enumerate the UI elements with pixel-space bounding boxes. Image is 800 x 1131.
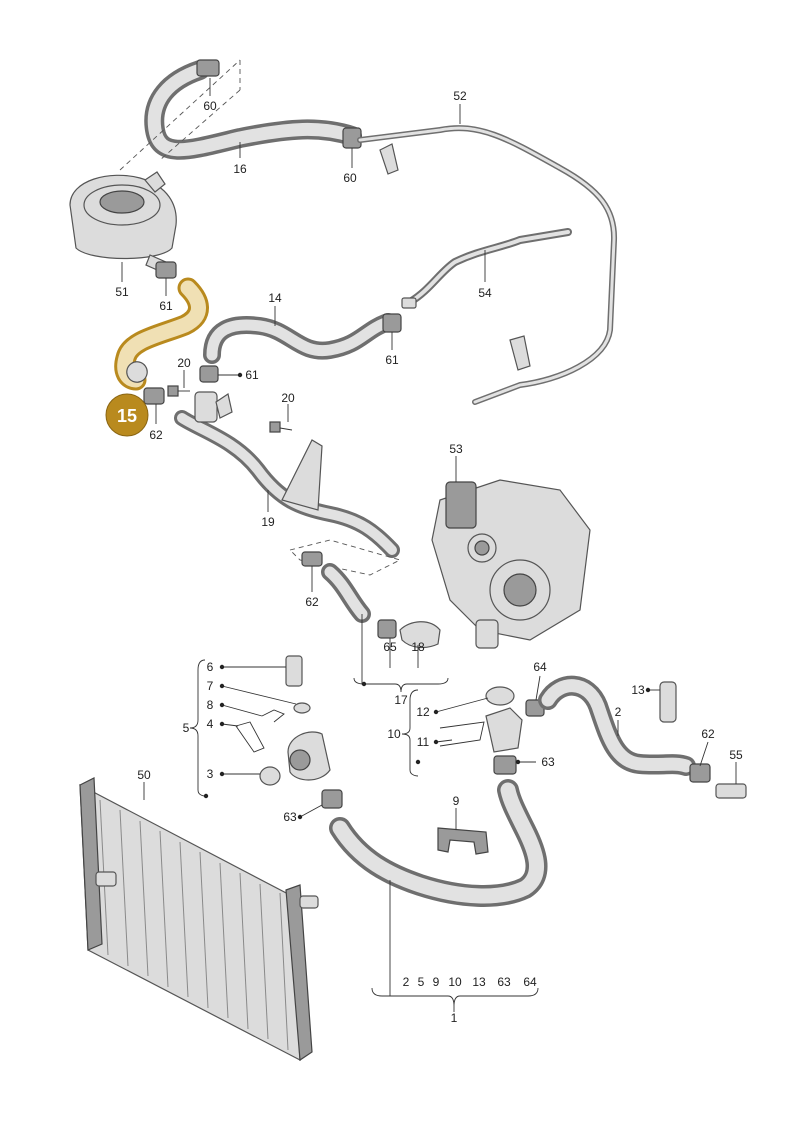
pipe-54 [401, 228, 572, 309]
callout-2[interactable]: 2 [615, 705, 622, 719]
connector-18 [399, 621, 441, 649]
callout-17[interactable]: 17 [394, 693, 408, 707]
seal-7 [293, 702, 311, 714]
bracket-52 [379, 143, 399, 175]
part-15-badge[interactable]: 15 [105, 393, 149, 437]
bolt-20-a [167, 385, 190, 397]
o-ring-12 [485, 686, 515, 706]
leader-dots [203, 372, 651, 820]
callout-60[interactable]: 60 [343, 171, 357, 185]
bracket-group-5 [189, 659, 206, 797]
group-1-label[interactable]: 64 [523, 975, 537, 989]
callout-4[interactable]: 4 [207, 717, 214, 731]
callout-20[interactable]: 20 [177, 356, 191, 370]
clamp-61-hose14 [382, 313, 402, 333]
callout-51[interactable]: 51 [115, 285, 129, 299]
clamp-62-pipe19 [143, 387, 165, 405]
callout-19[interactable]: 19 [261, 515, 275, 529]
clamp-63-left [321, 789, 343, 809]
callout-60[interactable]: 60 [203, 99, 217, 113]
group-1-label[interactable]: 5 [418, 975, 425, 989]
group-62-guide [289, 539, 402, 576]
clamp-61-pipe19 [199, 365, 219, 383]
o-ring-3 [259, 766, 281, 786]
callout-18[interactable]: 18 [411, 640, 425, 654]
sensor-6 [285, 655, 303, 687]
callout-61[interactable]: 61 [159, 299, 173, 313]
clip-11 [439, 721, 485, 747]
group-1-label[interactable]: 13 [472, 975, 486, 989]
callout-62[interactable]: 62 [305, 595, 319, 609]
hose-2 [538, 675, 696, 776]
callout-62[interactable]: 62 [701, 727, 715, 741]
callout-61[interactable]: 61 [245, 368, 259, 382]
callout-65[interactable]: 65 [383, 640, 397, 654]
callout-52[interactable]: 52 [453, 89, 467, 103]
callout-labels: 60 16 60 52 51 61 14 54 61 20 61 62 20 1… [115, 89, 743, 1025]
callout-5[interactable]: 5 [183, 721, 190, 735]
water-pump-53 [431, 479, 591, 649]
radiator-50 [79, 777, 319, 1062]
callout-11[interactable]: 11 [417, 735, 430, 749]
clamp-62-right [689, 763, 711, 783]
callout-50[interactable]: 50 [137, 768, 151, 782]
hose-16-guide [119, 59, 241, 171]
clip-4 [235, 721, 265, 753]
bracket-group-10 [401, 689, 419, 777]
pipe-19-bracket [281, 439, 323, 511]
bolt-20-b [269, 421, 293, 433]
bracket-9 [437, 827, 489, 855]
bracket-13 [659, 681, 677, 723]
callout-16[interactable]: 16 [233, 162, 247, 176]
hose-16 [144, 60, 362, 160]
callout-9[interactable]: 9 [453, 794, 460, 808]
pipe-52 [357, 125, 618, 405]
bracket-group-1 [371, 987, 539, 1007]
hose-1-assembly [329, 779, 548, 907]
hose-62-lower [321, 563, 371, 623]
thermostat-housing [287, 731, 331, 781]
clamp-62-lower [301, 551, 323, 567]
callout-53[interactable]: 53 [449, 442, 463, 456]
hose-14 [203, 313, 397, 364]
callout-6[interactable]: 6 [207, 660, 214, 674]
group-1-label[interactable]: 2 [403, 975, 410, 989]
hose-15-highlighted [114, 277, 209, 391]
callout-55[interactable]: 55 [729, 748, 743, 762]
clamp-65 [377, 619, 397, 639]
callout-13[interactable]: 13 [631, 683, 645, 697]
group-1-label[interactable]: 10 [448, 975, 462, 989]
expansion-tank-51 [69, 171, 177, 274]
coolant-pipe-19 [174, 391, 400, 558]
clamp-61-tank [155, 261, 177, 279]
bracket-group-17 [353, 677, 449, 693]
clamp-60-top [196, 59, 220, 77]
group-1-label[interactable]: 9 [433, 975, 440, 989]
badge-label: 15 [117, 406, 137, 426]
callout-8[interactable]: 8 [207, 698, 214, 712]
fitting-55 [715, 783, 747, 799]
clip-8 [261, 709, 285, 723]
connector-10 [485, 707, 523, 753]
callout-61[interactable]: 61 [385, 353, 399, 367]
callout-54[interactable]: 54 [478, 286, 492, 300]
leader-lines [121, 78, 737, 1012]
callout-7[interactable]: 7 [207, 679, 214, 693]
callout-1[interactable]: 1 [451, 1011, 458, 1025]
callout-63[interactable]: 63 [283, 810, 297, 824]
group-1-labels: 2 5 9 10 13 63 64 [403, 975, 537, 989]
callout-20[interactable]: 20 [281, 391, 295, 405]
callout-63[interactable]: 63 [541, 755, 555, 769]
group-1-label[interactable]: 63 [497, 975, 511, 989]
callout-62[interactable]: 62 [149, 428, 163, 442]
clamp-63-right [493, 755, 517, 775]
callout-10[interactable]: 10 [387, 727, 401, 741]
callout-14[interactable]: 14 [268, 291, 282, 305]
callout-3[interactable]: 3 [207, 767, 214, 781]
callout-64[interactable]: 64 [533, 660, 547, 674]
callout-12[interactable]: 12 [416, 705, 430, 719]
